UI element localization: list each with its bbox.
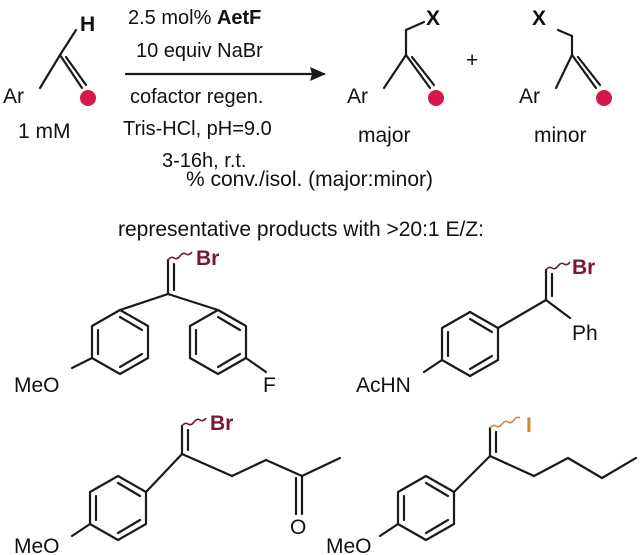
bromide-equiv: 10 equiv NaBr xyxy=(136,40,263,62)
minor-ar-label: Ar xyxy=(519,85,540,108)
product-2-right-group: Ph xyxy=(572,322,598,345)
product-1-left-group: MeO xyxy=(14,374,60,397)
product-1-halogen: Br xyxy=(196,247,219,270)
minor-label: minor xyxy=(534,124,587,147)
major-x-label: X xyxy=(426,7,440,30)
substituent-dot xyxy=(596,90,612,106)
product-1-right-group: F xyxy=(263,374,276,397)
substituent-dot xyxy=(428,90,444,106)
product-3-left-group: MeO xyxy=(14,535,60,555)
reaction-conditions: 2.5 mol% AetF 10 equiv NaBr cofactor reg… xyxy=(123,7,326,172)
substituent-dot xyxy=(80,90,96,106)
product-2-structure: Br Ph AcHN xyxy=(356,256,598,397)
product-4-left-group: MeO xyxy=(326,535,372,555)
product-4-structure: I MeO xyxy=(326,414,638,555)
product-2-halogen: Br xyxy=(572,256,595,279)
major-label: major xyxy=(358,124,411,147)
catalyst-loading: 2.5 mol% AetF xyxy=(128,7,261,29)
product-1-structure: Br MeO F xyxy=(14,247,276,397)
product-3-structure: Br O MeO xyxy=(14,412,342,555)
minor-x-label: X xyxy=(532,7,546,30)
conversion-note: % conv./isol. (major:minor) xyxy=(186,168,433,191)
product-3-oxygen: O xyxy=(290,516,306,539)
cofactor-regen: cofactor regen. xyxy=(130,86,263,108)
hydrogen-label: H xyxy=(80,13,95,36)
major-product-structure: X Ar major xyxy=(347,7,444,147)
time-temperature: 3-16h, r.t. xyxy=(162,150,247,172)
plus-sign: + xyxy=(466,49,478,72)
reactant-concentration: 1 mM xyxy=(18,120,71,143)
product-4-halogen: I xyxy=(526,414,532,437)
reactant-structure: H Ar 1 mM xyxy=(3,13,96,143)
arrow-head-icon xyxy=(310,67,326,81)
major-ar-label: Ar xyxy=(347,85,368,108)
products-subtitle: representative products with >20:1 E/Z: xyxy=(118,218,484,241)
product-3-halogen: Br xyxy=(210,412,233,435)
product-2-left-group: AcHN xyxy=(356,374,411,397)
reactant-ar-label: Ar xyxy=(3,85,24,108)
buffer-conditions: Tris-HCl, pH=9.0 xyxy=(123,118,272,140)
minor-product-structure: X Ar minor xyxy=(519,7,612,147)
